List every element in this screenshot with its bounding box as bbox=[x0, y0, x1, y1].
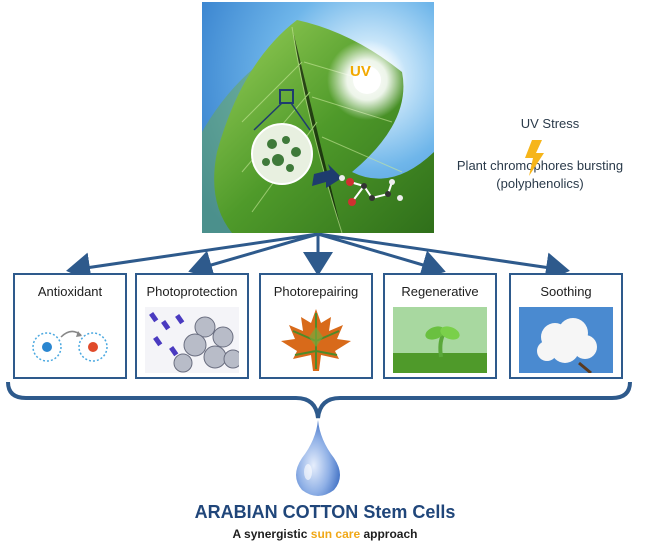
maple-leaf-icon bbox=[269, 307, 363, 373]
arrow-photoprotection bbox=[194, 234, 318, 270]
subtitle-post: approach bbox=[360, 527, 417, 541]
water-drop-icon bbox=[290, 420, 346, 498]
benefit-card-photorepairing: Photorepairing bbox=[259, 273, 373, 379]
benefit-label: Photoprotection bbox=[137, 284, 247, 299]
benefit-card-antioxidant: Antioxidant bbox=[13, 273, 127, 379]
curly-brace bbox=[8, 382, 630, 418]
atoms-icon bbox=[23, 307, 117, 373]
benefit-card-photoprotection: Photoprotection bbox=[135, 273, 249, 379]
product-title-main: ARABIAN COTTON bbox=[195, 502, 359, 522]
product-title-rest: Stem Cells bbox=[358, 502, 455, 522]
chromophores-line-2: (polyphenolics) bbox=[430, 175, 650, 193]
arrow-antioxidant bbox=[72, 234, 318, 270]
subtitle-highlight: sun care bbox=[311, 527, 360, 541]
arrow-soothing bbox=[318, 234, 564, 270]
benefit-label: Soothing bbox=[511, 284, 621, 299]
uv-stress-label: UV Stress bbox=[430, 115, 650, 133]
hero-leaf-image: UV bbox=[202, 2, 434, 233]
product-title: ARABIAN COTTON Stem Cells bbox=[0, 502, 650, 523]
lightning-bolt-icon bbox=[523, 140, 545, 176]
uv-label: UV bbox=[350, 63, 371, 80]
benefit-card-regenerative: Regenerative bbox=[383, 273, 497, 379]
benefit-label: Regenerative bbox=[385, 284, 495, 299]
benefit-label: Antioxidant bbox=[15, 284, 125, 299]
sprout-icon bbox=[393, 307, 487, 373]
subtitle-pre: A synergistic bbox=[233, 527, 311, 541]
benefit-card-soothing: Soothing bbox=[509, 273, 623, 379]
benefit-label: Photorepairing bbox=[261, 284, 371, 299]
arrow-regenerative bbox=[318, 234, 440, 270]
cotton-boll-icon bbox=[519, 307, 613, 373]
product-subtitle: A synergistic sun care approach bbox=[0, 527, 650, 541]
skin-cells-icon bbox=[145, 307, 239, 373]
